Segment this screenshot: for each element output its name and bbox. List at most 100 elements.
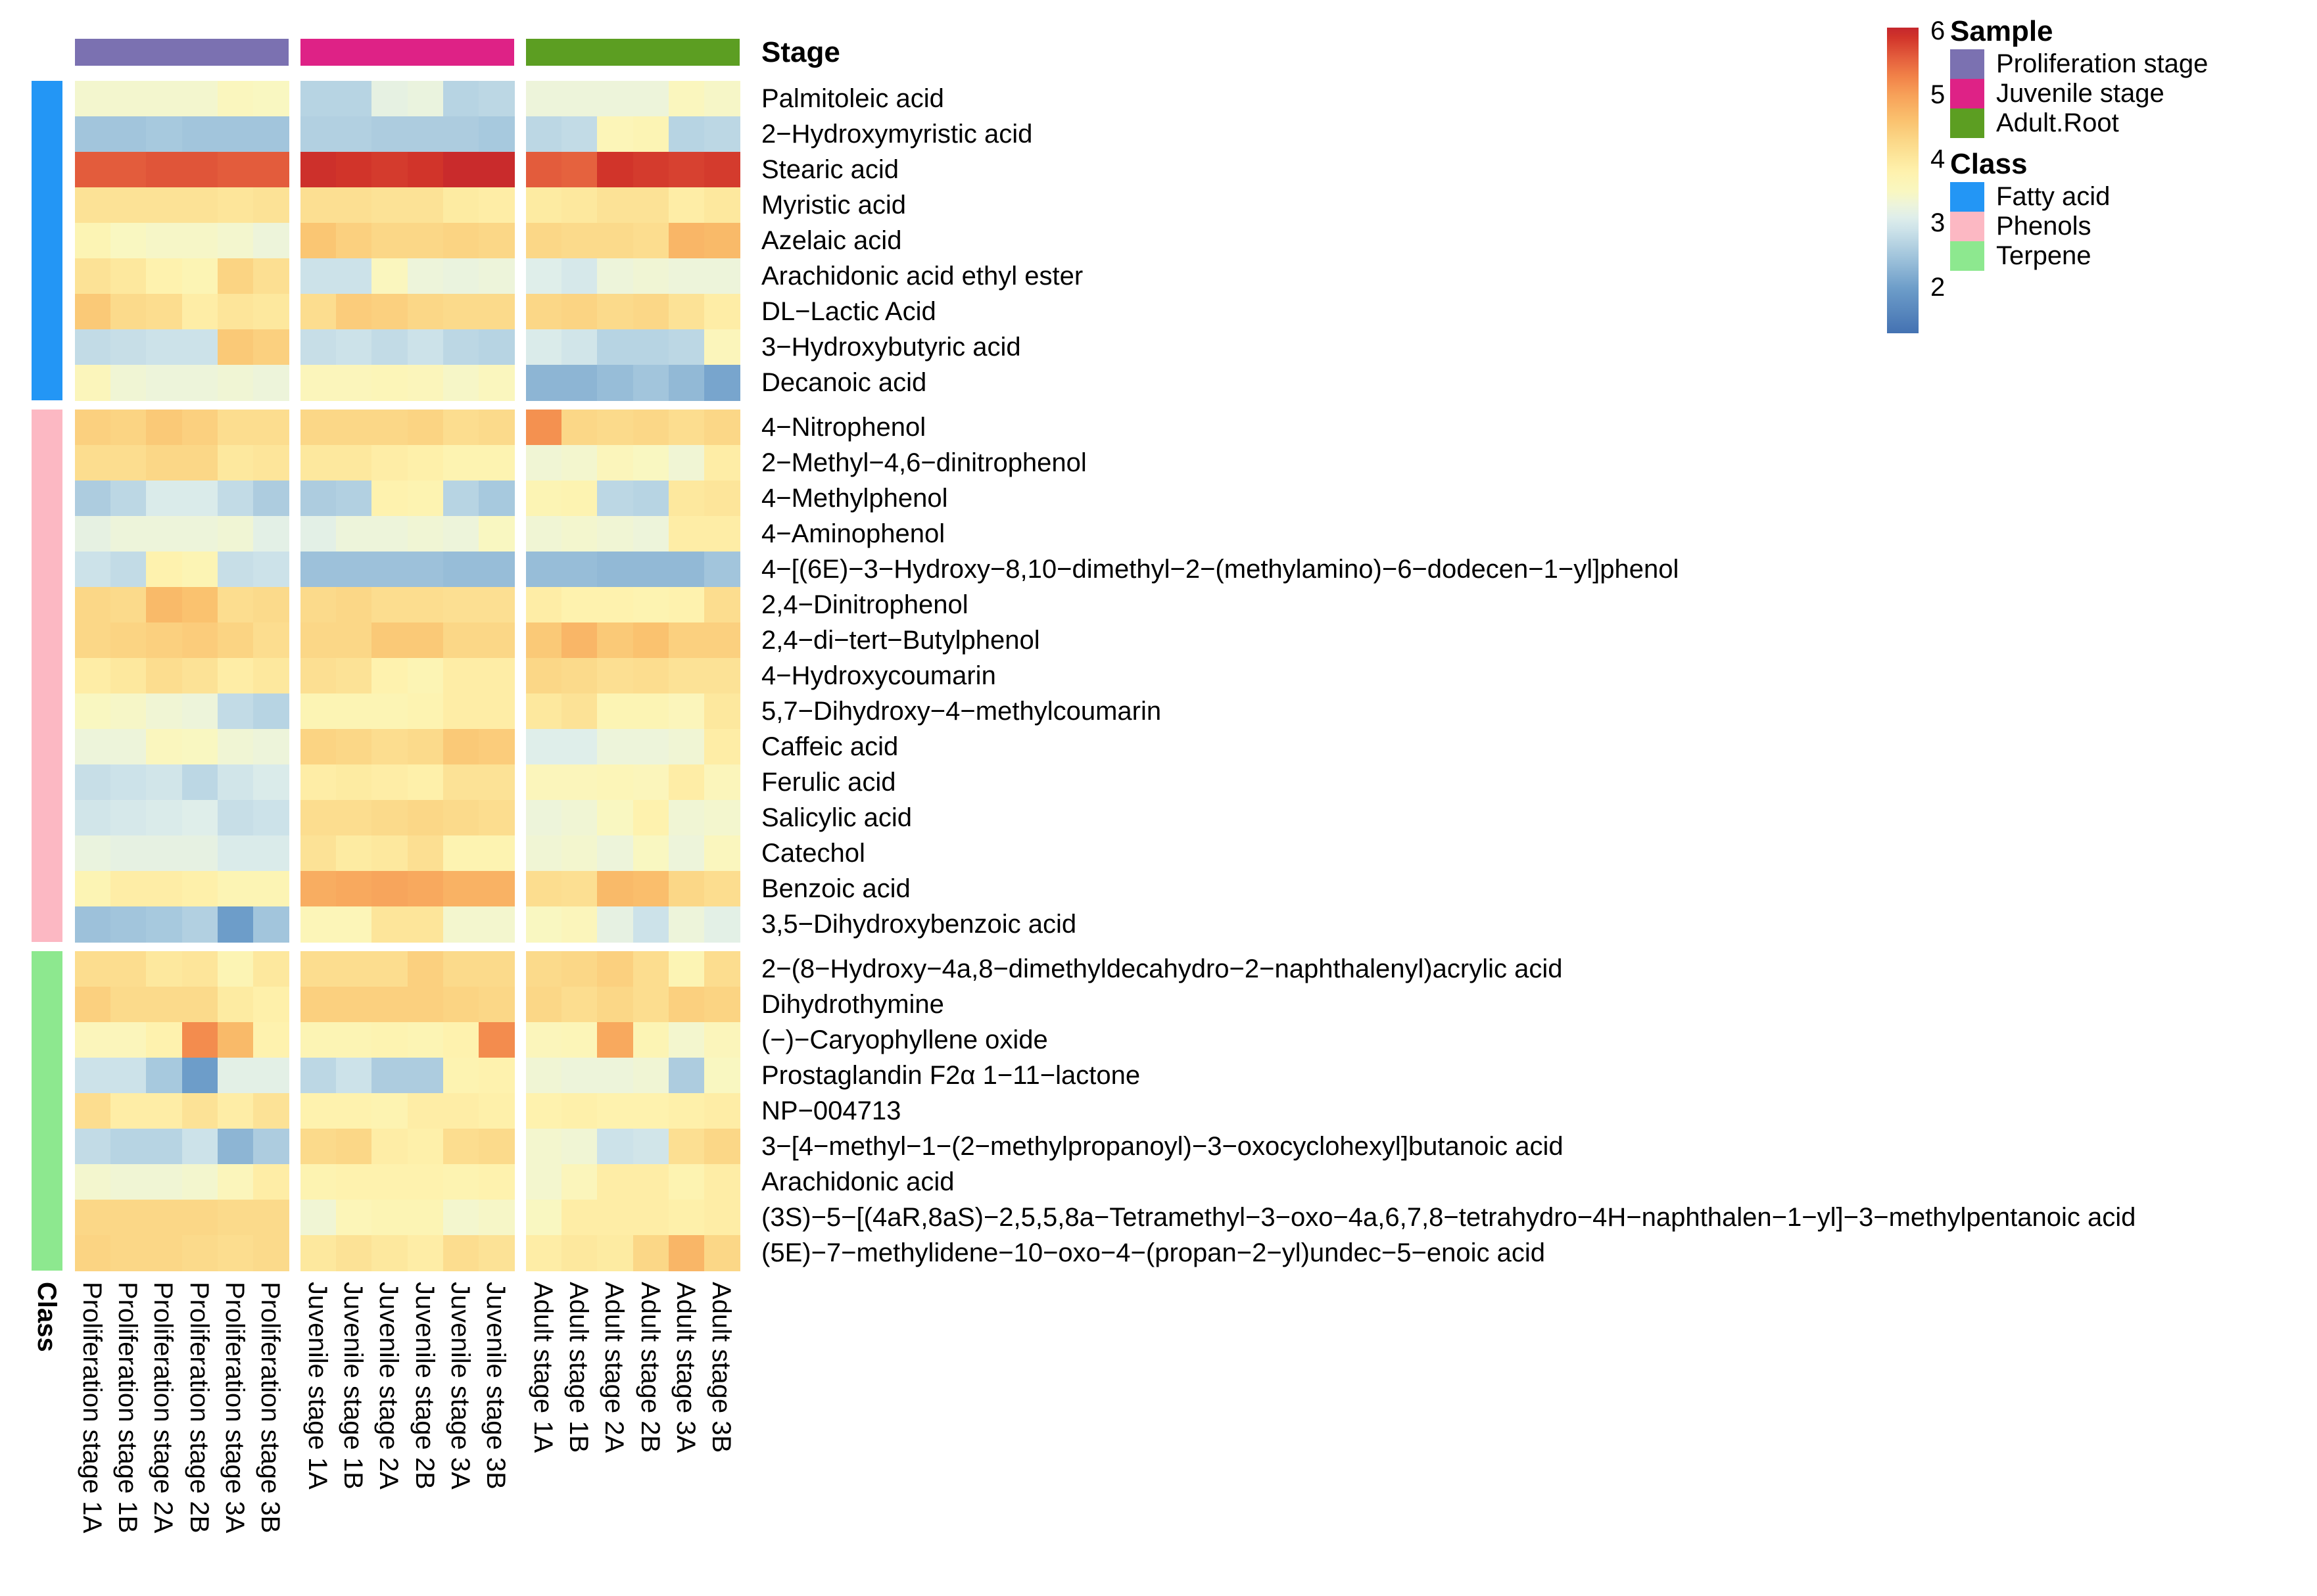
class-legend-title: Class: [1950, 148, 2028, 180]
heatmap-cell: [668, 481, 705, 517]
heatmap-cell: [633, 1129, 669, 1165]
heatmap-cell: [526, 516, 562, 552]
heatmap-cell: [668, 116, 705, 153]
heatmap-cell: [442, 116, 479, 153]
heatmap-cell: [371, 294, 408, 330]
heatmap-cell: [704, 365, 740, 401]
heatmap-cell: [442, 987, 479, 1023]
heatmap-cell: [75, 1093, 111, 1129]
heatmap-cell: [633, 906, 669, 943]
heatmap-cell: [181, 445, 218, 481]
heatmap-cell: [146, 1200, 183, 1236]
heatmap-cell: [704, 481, 740, 517]
heatmap-cell: [597, 693, 634, 730]
heatmap-cell: [633, 187, 669, 223]
heatmap-cell: [252, 835, 289, 872]
heatmap-cell: [336, 1129, 372, 1165]
heatmap-cell: [526, 1058, 562, 1094]
heatmap-cell: [217, 951, 254, 987]
row-label: 4−Aminophenol: [761, 519, 945, 548]
heatmap-cell: [442, 1058, 479, 1094]
heatmap-cell: [561, 764, 598, 801]
heatmap-cell: [478, 258, 515, 294]
heatmap-cell: [668, 1022, 705, 1058]
heatmap-cell: [526, 835, 562, 872]
heatmap-cell: [336, 871, 372, 907]
heatmap-cell: [371, 1164, 408, 1200]
heatmap-cell: [633, 951, 669, 987]
heatmap-cell: [371, 1093, 408, 1129]
heatmap-cell: [442, 294, 479, 330]
heatmap-cell: [75, 658, 111, 694]
heatmap-cell: [336, 1164, 372, 1200]
heatmap-cell: [371, 516, 408, 552]
heatmap-cell: [597, 445, 634, 481]
heatmap-cell: [561, 987, 598, 1023]
heatmap-cell: [336, 906, 372, 943]
heatmap-cell: [633, 835, 669, 872]
heatmap-cell: [146, 223, 183, 259]
heatmap-cell: [597, 951, 634, 987]
heatmap-cell: [371, 258, 408, 294]
heatmap-cell: [110, 587, 147, 623]
row-label: (5E)−7−methylidene−10−oxo−4−(propan−2−yl…: [761, 1238, 1545, 1267]
heatmap-cell: [300, 223, 337, 259]
heatmap-cell: [561, 1093, 598, 1129]
heatmap-cell: [633, 1093, 669, 1129]
heatmap-cell: [668, 800, 705, 836]
heatmap-cell: [597, 622, 634, 659]
heatmap-cell: [526, 365, 562, 401]
row-label: 2−(8−Hydroxy−4a,8−dimethyldecahydro−2−na…: [761, 954, 1563, 983]
heatmap-cell: [110, 516, 147, 552]
heatmap-cell: [561, 1022, 598, 1058]
heatmap-cell: [478, 516, 515, 552]
heatmap-cell: [181, 1058, 218, 1094]
heatmap-cell: [75, 587, 111, 623]
heatmap-cell: [371, 658, 408, 694]
heatmap-cell: [146, 871, 183, 907]
heatmap-cell: [704, 329, 740, 365]
heatmap-cell: [526, 223, 562, 259]
heatmap-cell: [336, 152, 372, 188]
row-label: 3−[4−methyl−1−(2−methylpropanoyl)−3−oxoc…: [761, 1132, 1564, 1161]
heatmap-cell: [526, 1200, 562, 1236]
heatmap-cell: [75, 152, 111, 188]
heatmap-cell: [561, 223, 598, 259]
heatmap-cell: [407, 987, 444, 1023]
heatmap-cell: [146, 410, 183, 446]
heatmap-cell: [704, 800, 740, 836]
heatmap-cell: [561, 871, 598, 907]
heatmap-cell: [704, 951, 740, 987]
heatmap-cell: [478, 116, 515, 153]
row-label: 4−Methylphenol: [761, 484, 948, 513]
heatmap-cell: [704, 81, 740, 117]
heatmap-cell: [526, 410, 562, 446]
heatmap-cell: [371, 1235, 408, 1271]
heatmap-cell: [442, 835, 479, 872]
heatmap-cell: [704, 187, 740, 223]
heatmap-cell: [668, 1200, 705, 1236]
heatmap-cell: [146, 294, 183, 330]
heatmap-cell: [252, 906, 289, 943]
heatmap-cell: [633, 1200, 669, 1236]
heatmap-cell: [478, 587, 515, 623]
heatmap-cell: [704, 1022, 740, 1058]
heatmap-cell: [478, 800, 515, 836]
heatmap-cell: [407, 1200, 444, 1236]
heatmap-cell: [110, 1235, 147, 1271]
heatmap-cell: [442, 1093, 479, 1129]
heatmap-cell: [181, 81, 218, 117]
heatmap-cell: [704, 1129, 740, 1165]
heatmap-cell: [704, 258, 740, 294]
heatmap-cell: [75, 516, 111, 552]
heatmap-cell: [561, 1058, 598, 1094]
heatmap-cell: [336, 1093, 372, 1129]
heatmap-cell: [75, 410, 111, 446]
class-sidebar-terpene: [32, 951, 62, 1271]
heatmap-cell: [300, 294, 337, 330]
heatmap-cell: [181, 481, 218, 517]
heatmap-cell: [668, 587, 705, 623]
column-label: Proliferation stage 1A: [78, 1282, 107, 1534]
heatmap-cell: [597, 187, 634, 223]
heatmap-cell: [561, 365, 598, 401]
